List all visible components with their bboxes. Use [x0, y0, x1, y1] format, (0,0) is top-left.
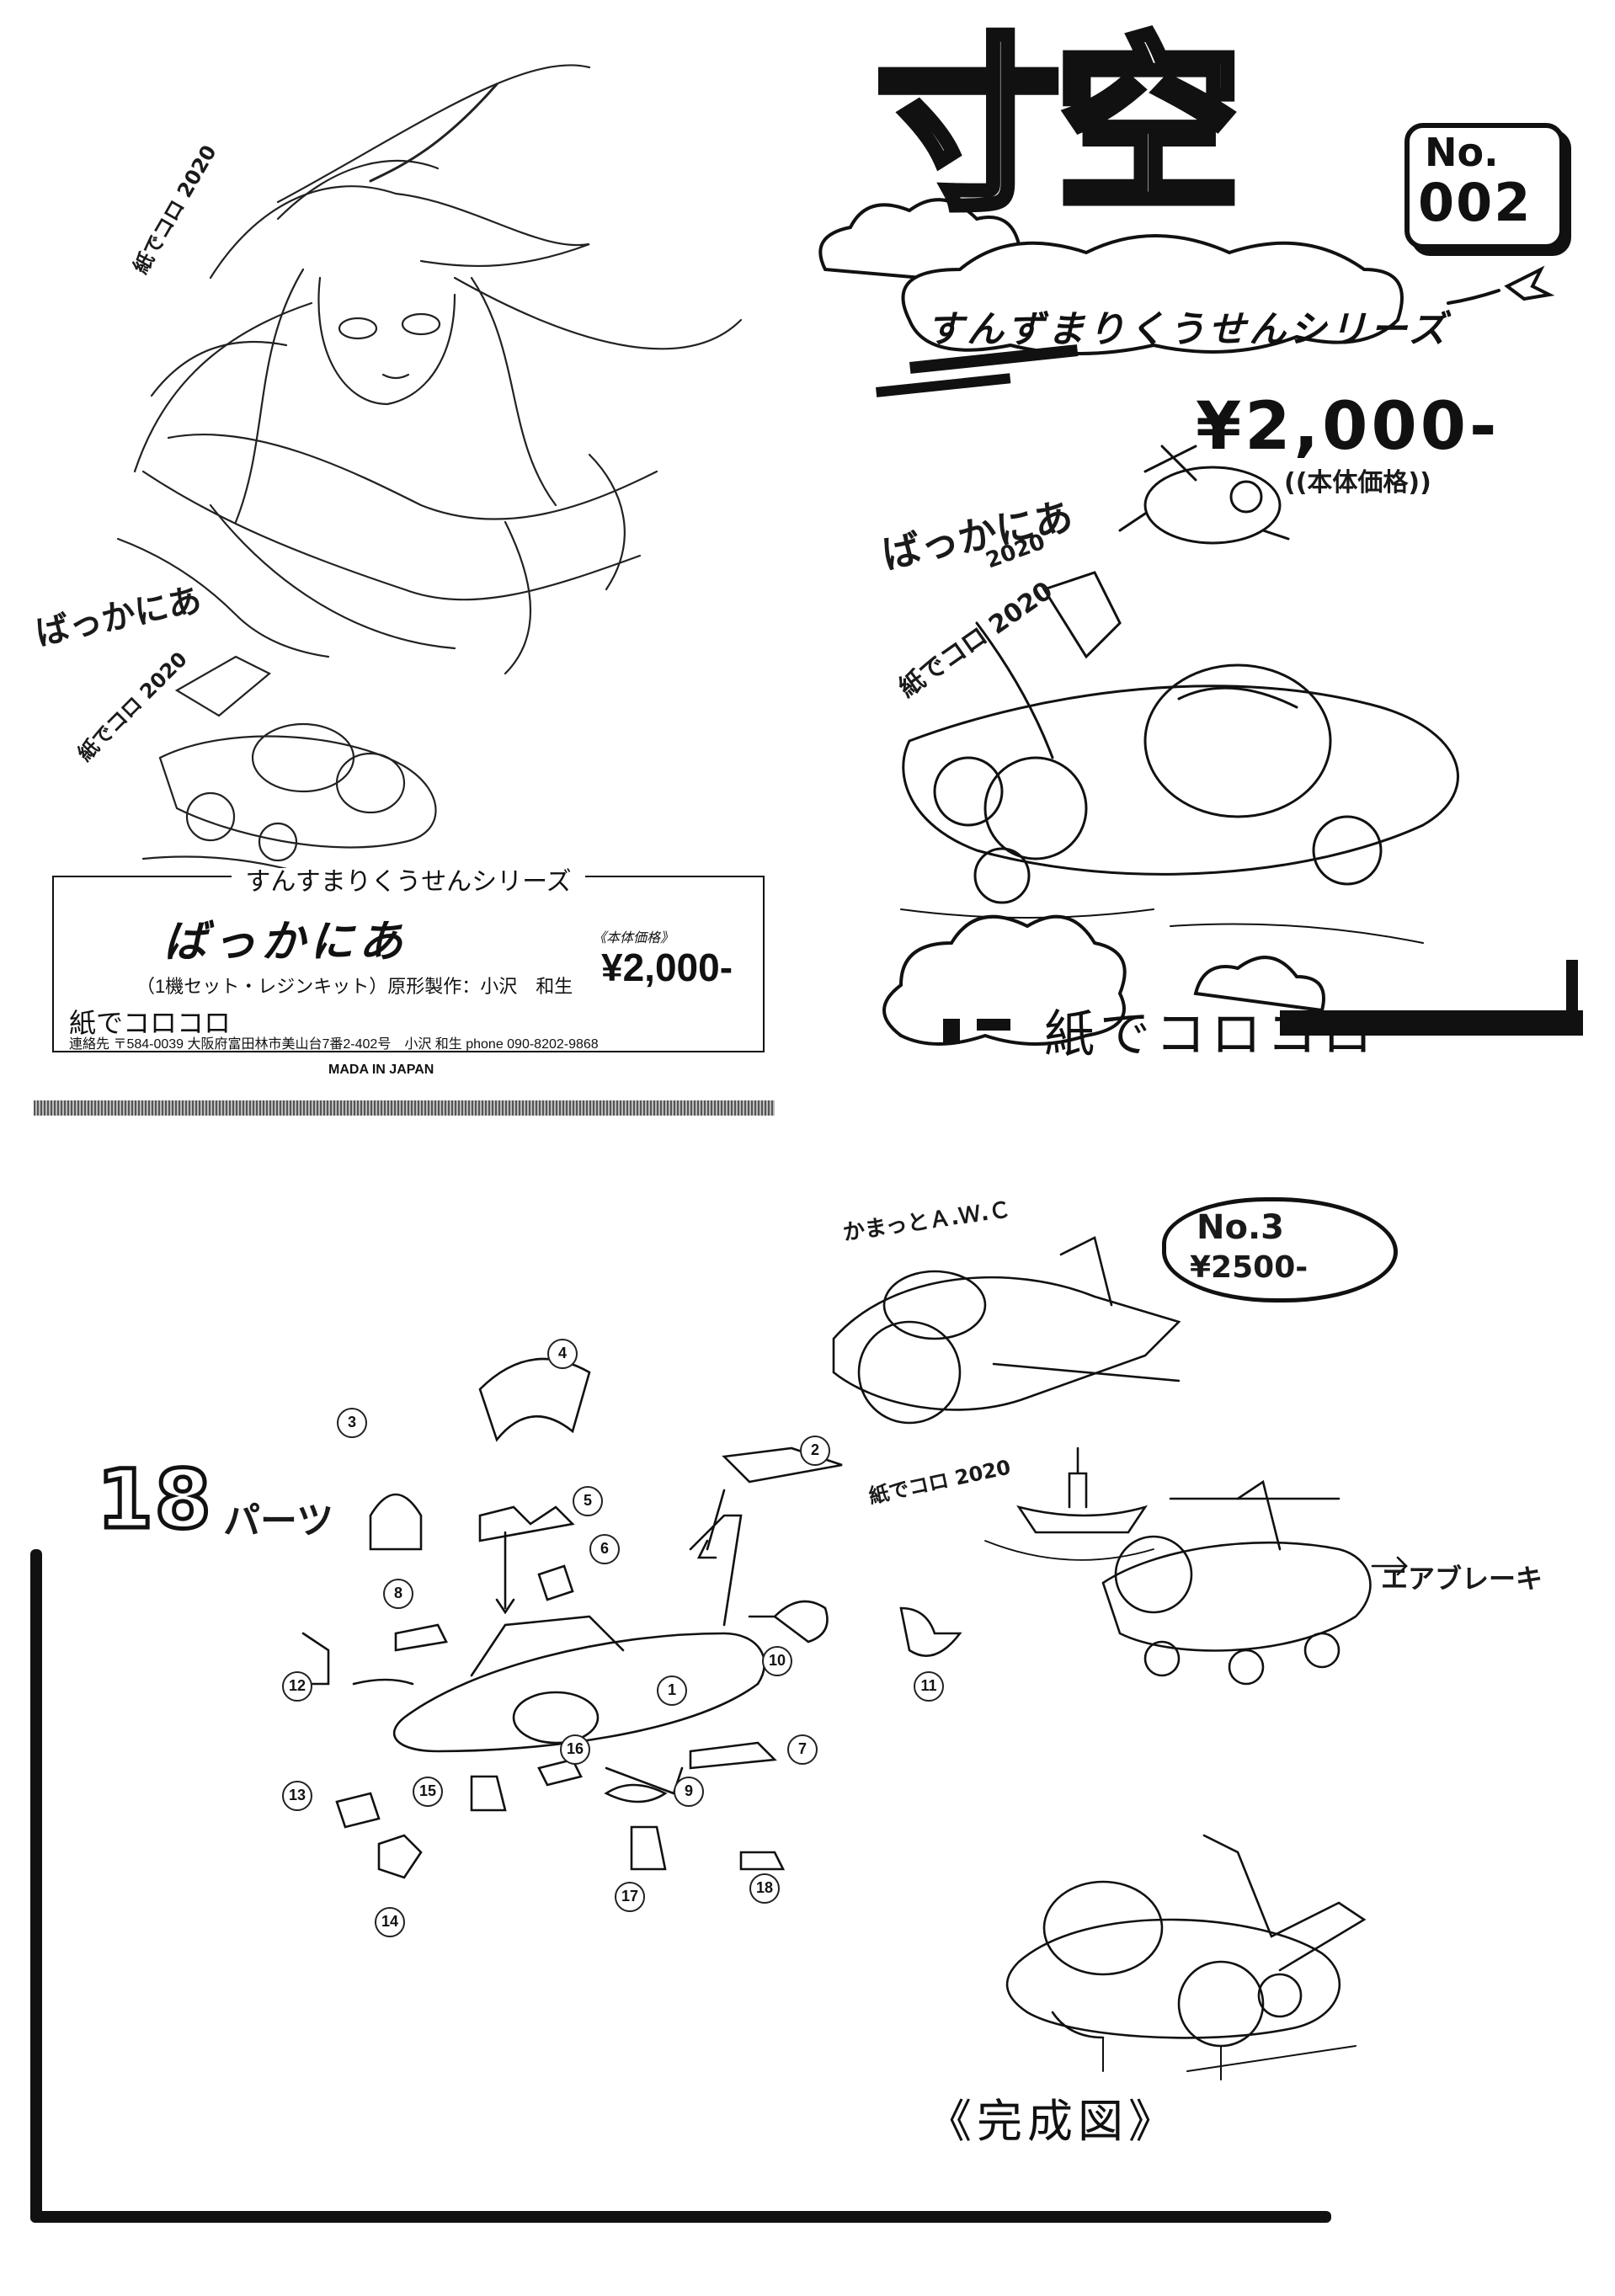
part-number: 4	[547, 1339, 578, 1369]
part-number: 13	[282, 1781, 312, 1811]
part-number: 18	[749, 1873, 780, 1904]
made-in-label: MADA IN JAPAN	[328, 1063, 434, 1077]
parts-exploded-diagram	[301, 1236, 1408, 2080]
issue-number-label: No.	[1425, 130, 1499, 175]
part-number: 7	[787, 1734, 818, 1765]
part-number: 17	[615, 1882, 645, 1912]
airbrake-callout: エアブレーキ	[1381, 1563, 1543, 1595]
completed-figure-label: 《完成図》	[926, 2095, 1179, 2148]
series-banner: すんずまりくうせんシリーズ	[926, 308, 1449, 351]
part-number: 9	[674, 1777, 704, 1807]
price: ¥2,000-	[601, 946, 733, 989]
hatched-divider	[34, 1100, 775, 1116]
product-description: （1機セット・レジンキット）原形製作：小沢 和生	[136, 976, 573, 997]
title-logo: 寸空	[871, 19, 1245, 234]
part-number: 8	[383, 1579, 413, 1609]
price-note: 《本体価格》	[593, 930, 674, 946]
product-label-card: すんすまりくうせんシリーズ ばっかにあ 《本体価格》 ¥2,000- （1機セッ…	[52, 868, 765, 1052]
part-number: 11	[914, 1671, 944, 1702]
part-number: 16	[560, 1734, 590, 1765]
product-name: ばっかにあ	[163, 917, 408, 967]
part-number: 6	[589, 1534, 620, 1564]
girl-sketch-illustration	[116, 64, 743, 877]
cover-decorations	[818, 198, 1583, 1046]
series-name: すんすまりくうせんシリーズ	[54, 860, 763, 898]
frame-bracket-left	[30, 1549, 42, 2223]
part-number: 2	[800, 1436, 830, 1466]
parts-count: 18	[95, 1451, 214, 1549]
frame-bracket-bottom	[30, 2211, 1331, 2223]
part-number: 15	[413, 1777, 443, 1807]
part-number: 1	[657, 1675, 687, 1706]
speech-bubble: No.3 ¥2500-	[1162, 1197, 1398, 1302]
part-number: 5	[573, 1486, 603, 1516]
contact-line: 連絡先 〒584-0039 大阪府富田林市美山台7番2-402号 小沢 和生 p…	[69, 1037, 599, 1052]
price: ¥2,000-	[1196, 389, 1500, 465]
price: ¥2500-	[1190, 1250, 1309, 1285]
parts-count-suffix: パーツ	[223, 1500, 334, 1542]
price-note: ((本体価格))	[1284, 468, 1431, 498]
issue-number-badge: No. 002	[1404, 123, 1564, 249]
part-number: 10	[762, 1646, 792, 1676]
part-number: 14	[375, 1907, 405, 1937]
brand-name: 紙でコロコロ	[1044, 1005, 1378, 1064]
issue-number-value: 002	[1418, 172, 1532, 233]
brand-name: 紙でコロコロ	[69, 1008, 232, 1038]
model-number: No.3	[1197, 1208, 1284, 1247]
part-number: 12	[282, 1671, 312, 1702]
part-number: 3	[337, 1408, 367, 1438]
